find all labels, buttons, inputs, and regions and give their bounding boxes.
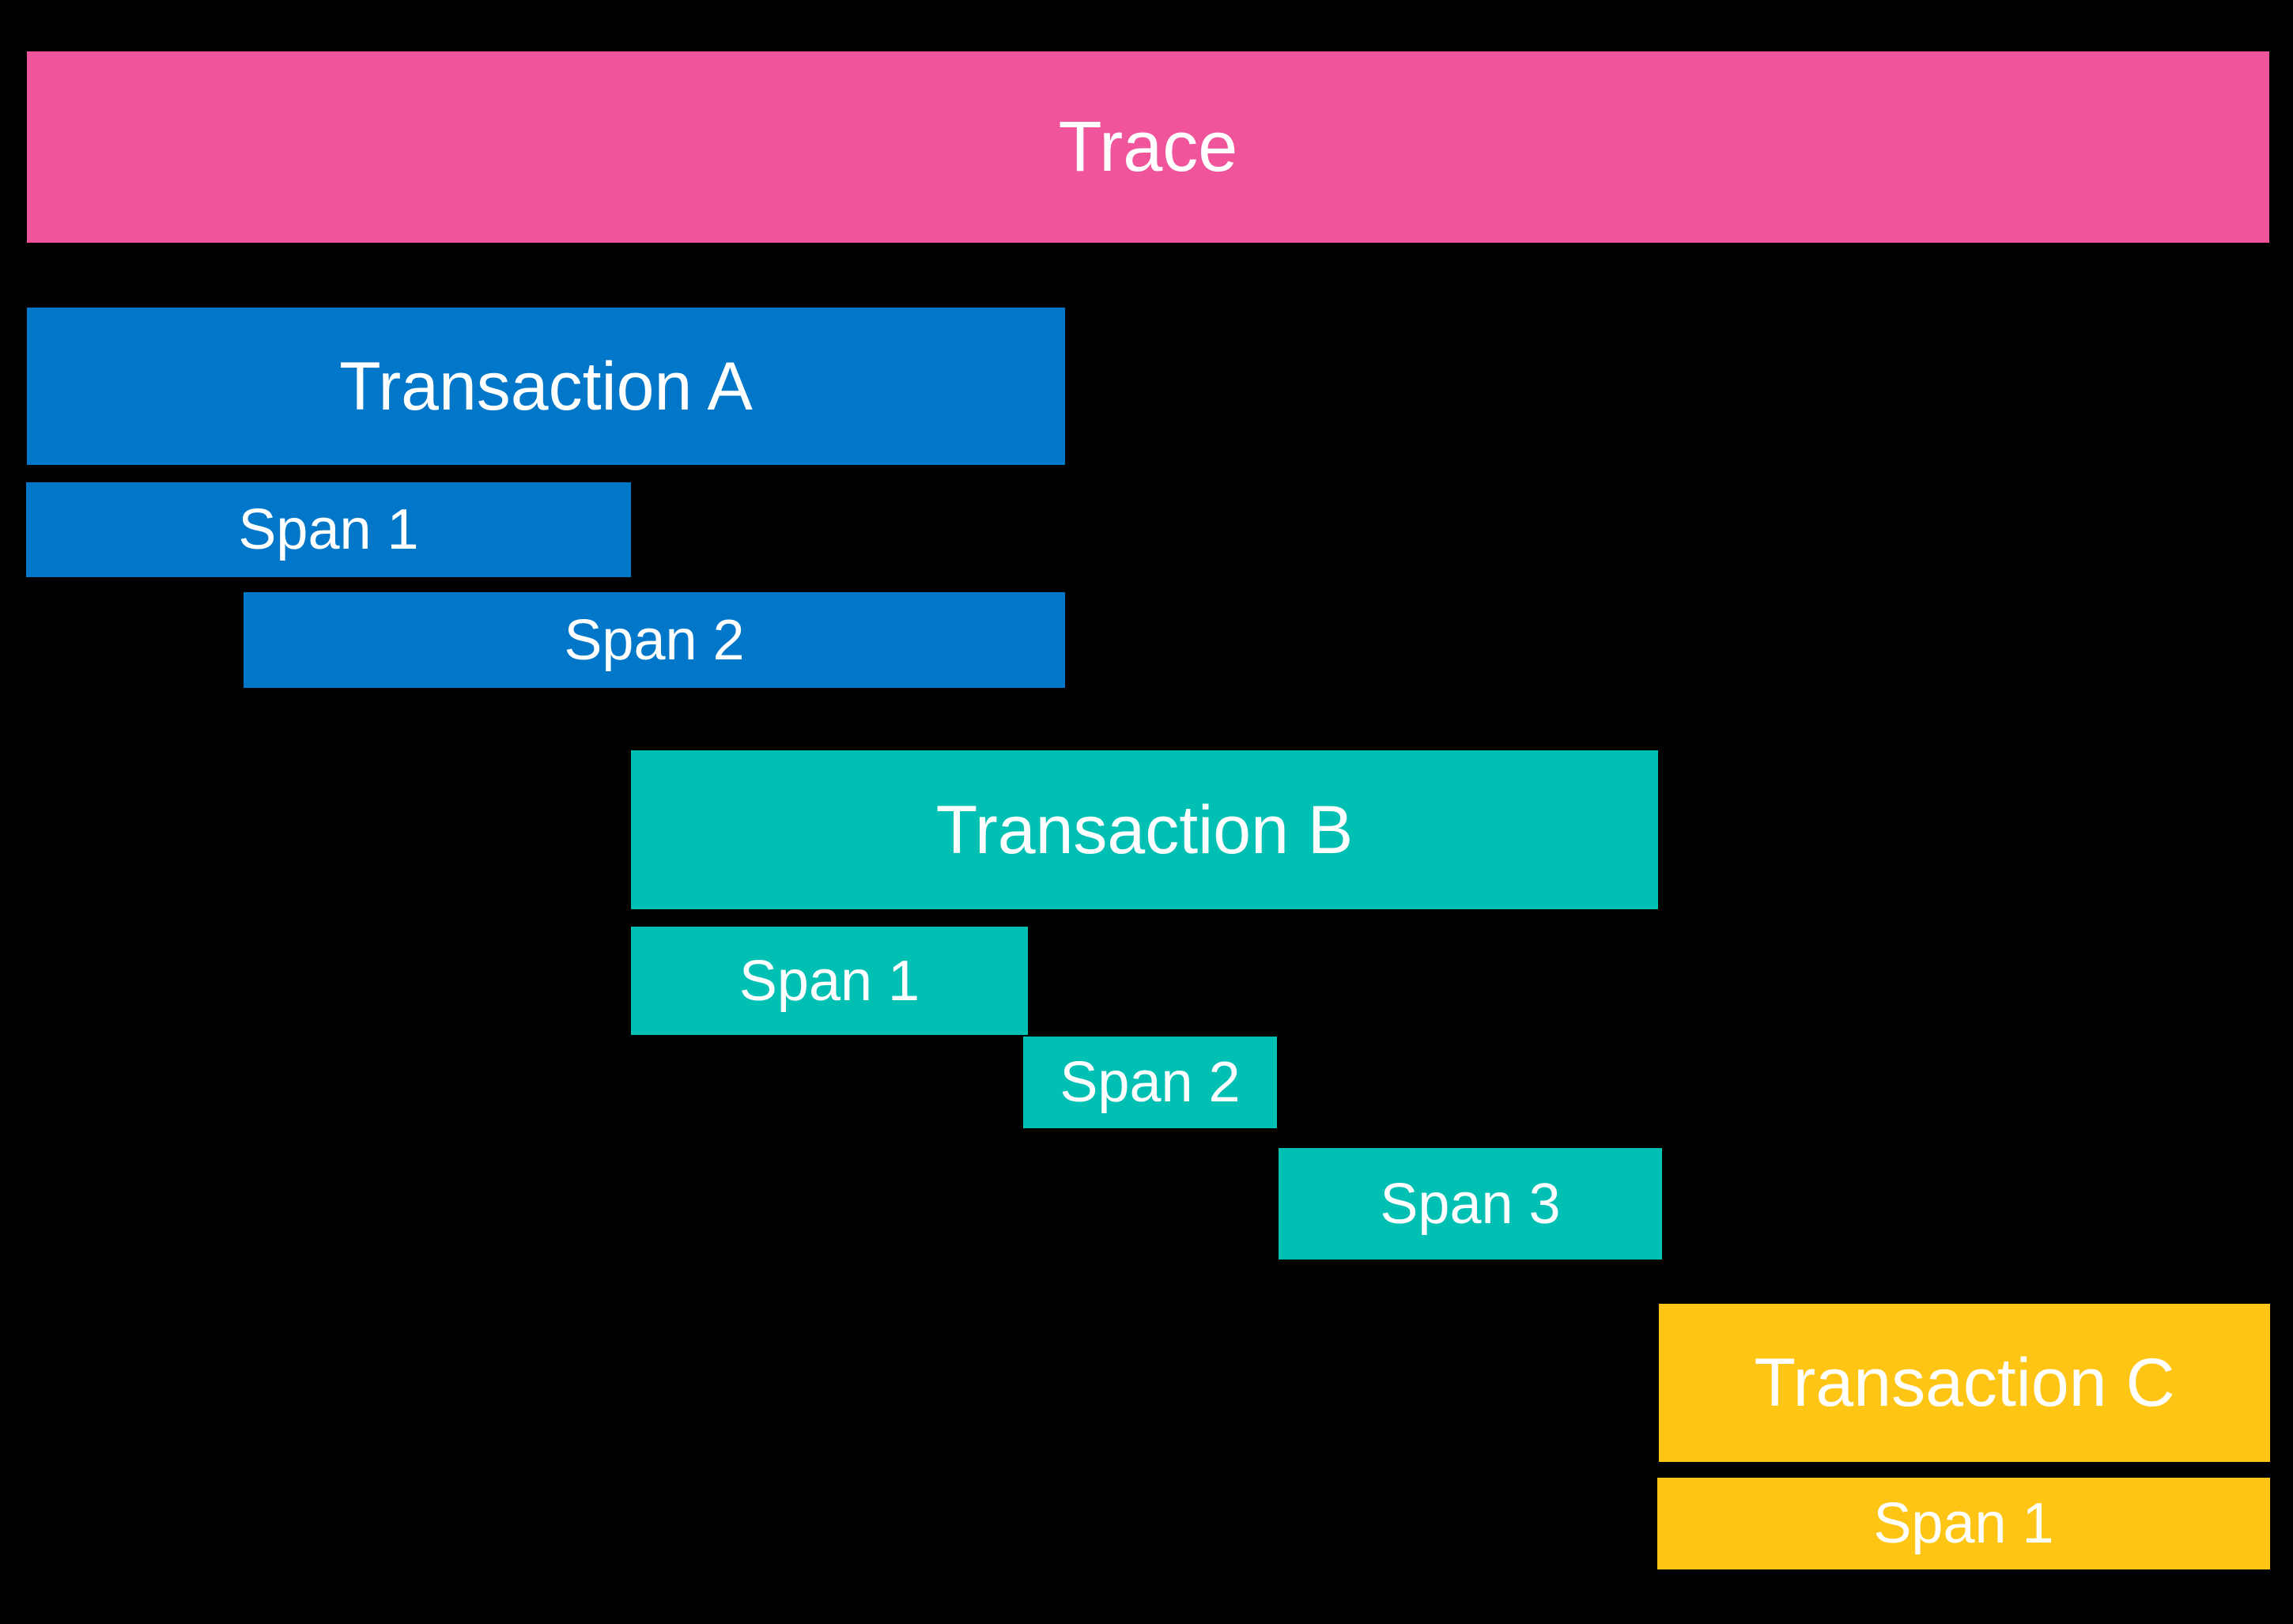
transaction-b-span-2-bar: Span 2 bbox=[1023, 1037, 1277, 1128]
transaction-c-span-1-label: Span 1 bbox=[1873, 1492, 2054, 1555]
transaction-c-label: Transaction C bbox=[1754, 1345, 2175, 1421]
transaction-c-span-1-bar: Span 1 bbox=[1657, 1478, 2270, 1569]
transaction-b-label: Transaction B bbox=[935, 791, 1354, 868]
transaction-c-bar: Transaction C bbox=[1659, 1304, 2270, 1462]
transaction-a-span-1-bar: Span 1 bbox=[26, 482, 631, 577]
trace-label: Trace bbox=[1058, 108, 1238, 187]
trace-bar: Trace bbox=[27, 51, 2269, 243]
transaction-b-span-3-bar: Span 3 bbox=[1279, 1148, 1662, 1260]
transaction-b-span-2-label: Span 2 bbox=[1060, 1051, 1241, 1114]
transaction-a-span-1-label: Span 1 bbox=[238, 498, 419, 561]
transaction-a-span-2-bar: Span 2 bbox=[244, 592, 1065, 688]
transaction-a-bar: Transaction A bbox=[27, 308, 1065, 465]
transaction-b-span-3-label: Span 3 bbox=[1380, 1172, 1561, 1236]
transaction-b-bar: Transaction B bbox=[631, 750, 1658, 909]
transaction-a-span-2-label: Span 2 bbox=[564, 608, 745, 672]
transaction-b-span-1-label: Span 1 bbox=[739, 949, 920, 1013]
transaction-a-label: Transaction A bbox=[339, 348, 753, 425]
transaction-b-span-1-bar: Span 1 bbox=[631, 927, 1028, 1035]
